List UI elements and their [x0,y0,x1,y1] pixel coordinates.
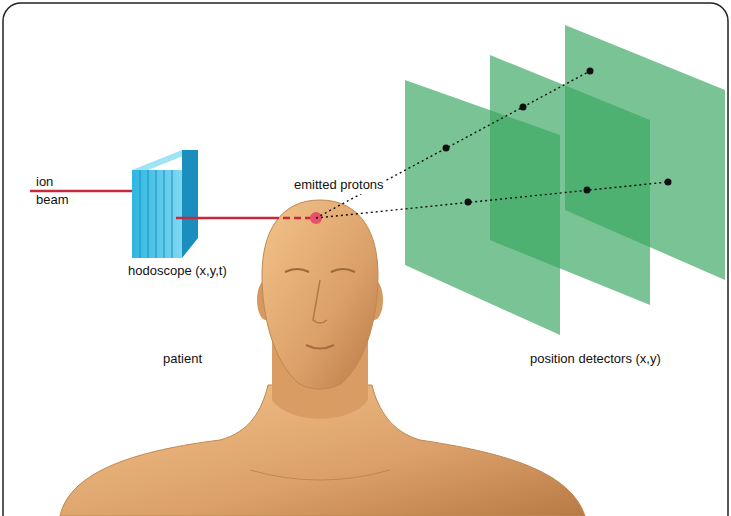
frame [3,3,728,516]
hodoscope [132,150,198,258]
hit-point [443,68,672,206]
ion-beam-line [272,217,314,220]
ion-beam-line [176,217,272,220]
proton-track [316,71,668,218]
emitted-protons-label: emitted protons [292,176,386,194]
position-detector-plane [405,25,725,335]
hodoscope-label: hodoscope (x,y,t) [128,262,268,280]
detector-label: position detectors (x,y) [530,350,720,368]
patient-label: patient [163,350,243,368]
beam-label: ion beam [36,173,76,208]
